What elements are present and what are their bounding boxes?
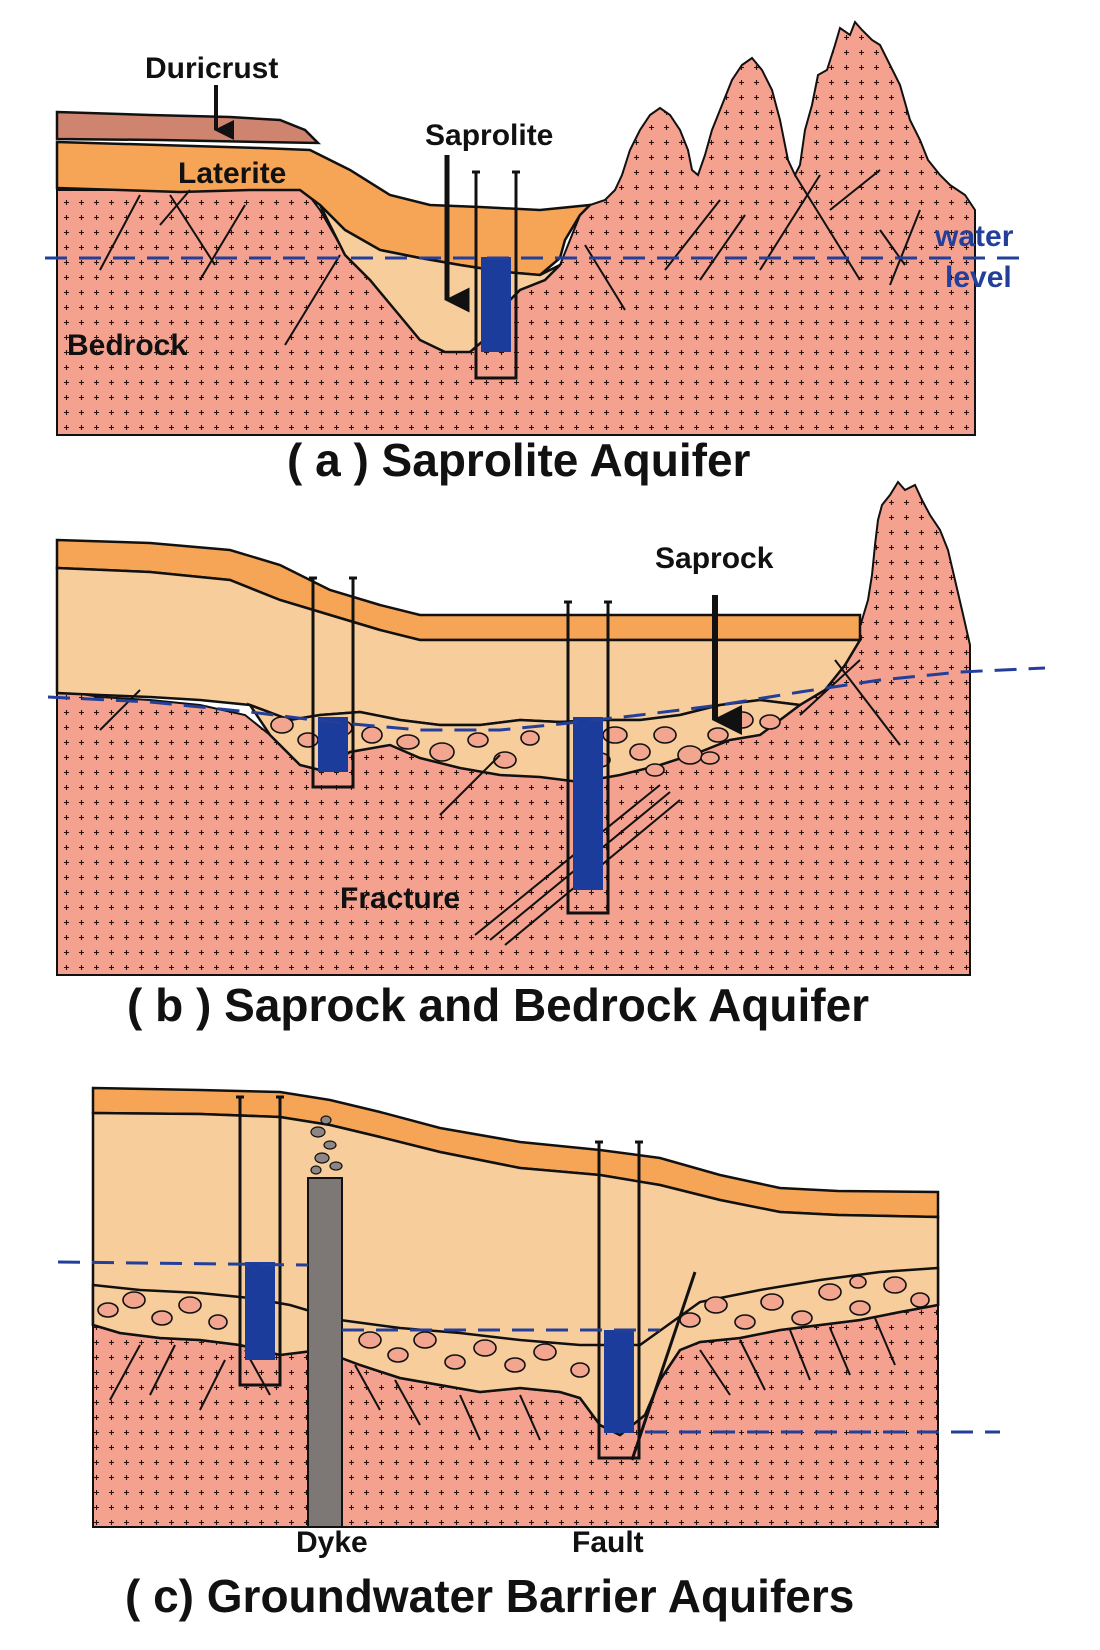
label-bedrock: Bedrock [67, 329, 187, 362]
label-duricrust: Duricrust [145, 52, 278, 85]
well-c2 [595, 1140, 643, 1460]
well-a [472, 170, 520, 380]
well-water-c2 [604, 1330, 634, 1433]
water-level-line-b [47, 666, 1046, 732]
dyke-debris [310, 1115, 343, 1175]
panel-c: Dyke Fault ( c) Groundwater Barrier Aqui… [57, 1086, 1000, 1622]
saprock-pebbles-c [97, 1275, 930, 1378]
well-water-c1 [245, 1262, 275, 1360]
caption-panel-c: ( c) Groundwater Barrier Aquifers [125, 1570, 854, 1622]
label-water: water [934, 220, 1014, 253]
well-water-b1 [318, 717, 348, 772]
fractures-a [99, 169, 921, 346]
label-dyke: Dyke [296, 1526, 368, 1559]
well-water-a [481, 257, 511, 352]
caption-panel-b: ( b ) Saprock and Bedrock Aquifer [127, 979, 869, 1031]
caption-panel-a: ( a ) Saprolite Aquifer [287, 434, 751, 486]
duricrust-layer [55, 110, 322, 145]
label-laterite: Laterite [178, 157, 286, 190]
label-level: level [945, 261, 1012, 294]
well-b1 [309, 576, 357, 789]
panel-b: Saprock Fracture ( b ) Saprock and Bedro… [47, 480, 1046, 1031]
label-saprolite: Saprolite [425, 119, 553, 152]
fault-line [630, 1271, 697, 1461]
well-water-b2 [573, 717, 603, 890]
label-fracture: Fracture [340, 882, 460, 915]
well-c1 [236, 1095, 284, 1387]
fractures-c [109, 1317, 896, 1441]
label-saprock: Saprock [655, 542, 774, 575]
dyke [307, 1177, 343, 1528]
label-fault: Fault [572, 1526, 644, 1559]
well-b2 [564, 600, 612, 915]
water-level-line-c1 [57, 1260, 309, 1267]
panel-a: Duricrust Laterite Saprolite Bedrock wat… [45, 20, 1030, 486]
